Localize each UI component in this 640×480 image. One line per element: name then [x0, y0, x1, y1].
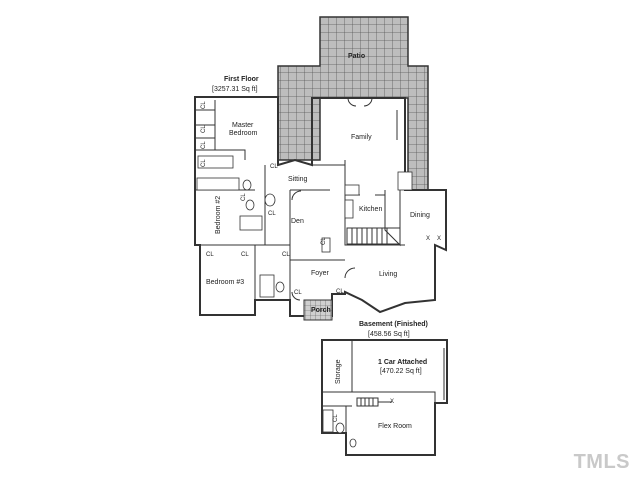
closet-label: CL — [268, 211, 276, 217]
first-floor-title: First Floor — [224, 76, 259, 83]
first-floor-area: [3257.31 Sq ft] — [212, 86, 258, 93]
mark-x: X — [437, 236, 441, 242]
basement-title: Basement (Finished) — [359, 321, 428, 328]
closet-label: CL — [321, 237, 327, 245]
closet-label: CL — [336, 289, 344, 295]
closet-label: CL — [294, 290, 302, 296]
patio-label: Patio — [348, 53, 365, 60]
basement-walls — [321, 339, 448, 456]
watermark-logo: TMLS — [573, 451, 630, 473]
first-floor-walls — [194, 96, 447, 321]
den-label: Den — [291, 218, 304, 225]
sitting-label: Sitting — [288, 176, 308, 183]
storage-label: Storage — [335, 359, 342, 384]
patio: Patio — [277, 16, 429, 191]
closet-label: CL — [201, 125, 207, 133]
kitchen-label: Kitchen — [359, 206, 382, 213]
dining-label: Dining — [410, 212, 430, 219]
master-bedroom-label-1: Master — [232, 122, 254, 129]
foyer-label: Foyer — [311, 270, 330, 277]
closet-label: CL — [241, 252, 249, 258]
master-bedroom-label-2: Bedroom — [229, 130, 258, 137]
closet-label: CL — [282, 252, 290, 258]
closet-label: CL — [270, 164, 278, 170]
porch-label: Porch — [311, 307, 331, 314]
closet-label: CL — [333, 414, 339, 422]
closet-label: CL — [201, 141, 207, 149]
mark-x: X — [426, 236, 430, 242]
flex-room-label: Flex Room — [378, 423, 412, 430]
closet-label: CL — [201, 101, 207, 109]
living-label: Living — [379, 271, 397, 278]
closet-label: CL — [201, 159, 207, 167]
family-label: Family — [351, 134, 372, 141]
closet-label: CL — [241, 193, 247, 201]
closet-label: CL — [206, 252, 214, 258]
mark-x: X — [390, 399, 394, 405]
basement-area: [458.56 Sq ft] — [368, 331, 410, 338]
bedroom3-label: Bedroom #3 — [206, 279, 244, 286]
garage-area: [470.22 Sq ft] — [380, 368, 422, 375]
garage-label: 1 Car Attached — [378, 359, 427, 366]
bedroom2-label: Bedroom #2 — [215, 196, 222, 234]
